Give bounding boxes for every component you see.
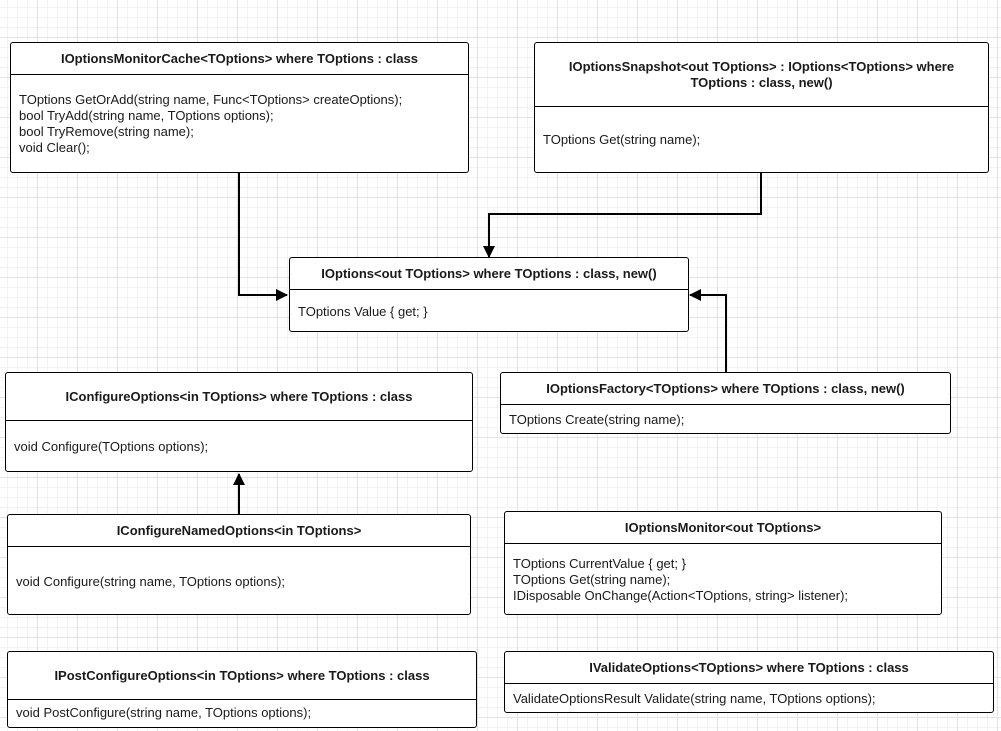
class-member: TOptions Create(string name); — [509, 412, 685, 427]
class-member: void Configure(string name, TOptions opt… — [16, 574, 286, 589]
class-members: void Configure(TOptions options); — [6, 421, 472, 455]
class-member: ValidateOptionsResult Validate(string na… — [513, 691, 876, 706]
connector-snapshot-to-options — [483, 173, 762, 258]
class-title: IConfigureNamedOptions<in TOptions> — [8, 515, 470, 547]
class-member: void Clear(); — [19, 140, 90, 155]
class-box-iconfigurenamedoptions[interactable]: IConfigureNamedOptions<in TOptions> void… — [7, 514, 471, 615]
class-box-iconfigureoptions[interactable]: IConfigureOptions<in TOptions> where TOp… — [5, 372, 473, 472]
class-member: bool TryRemove(string name); — [19, 124, 194, 139]
class-member: void PostConfigure(string name, TOptions… — [16, 705, 312, 720]
class-member: TOptions Get(string name); — [513, 572, 671, 587]
class-box-ioptionsmonitor[interactable]: IOptionsMonitor<out TOptions> TOptions C… — [504, 511, 942, 615]
class-title: IOptionsSnapshot<out TOptions> : IOption… — [535, 43, 988, 107]
class-members: TOptions Get(string name); — [535, 107, 988, 148]
class-title: IOptionsFactory<TOptions> where TOptions… — [501, 373, 950, 405]
class-member: bool TryAdd(string name, TOptions option… — [19, 108, 274, 123]
class-title: IValidateOptions<TOptions> where TOption… — [505, 652, 993, 684]
class-members: void Configure(string name, TOptions opt… — [8, 547, 470, 590]
class-box-ivalidateoptions[interactable]: IValidateOptions<TOptions> where TOption… — [504, 651, 994, 713]
class-members: TOptions Value { get; } — [290, 290, 688, 320]
class-member: TOptions Get(string name); — [543, 132, 701, 147]
class-title: IOptionsMonitorCache<TOptions> where TOp… — [11, 43, 468, 75]
class-members: void PostConfigure(string name, TOptions… — [8, 700, 476, 721]
class-title: IPostConfigureOptions<in TOptions> where… — [8, 652, 476, 700]
connector-factory-to-options — [689, 289, 727, 372]
class-box-ioptionsmonitorcache[interactable]: IOptionsMonitorCache<TOptions> where TOp… — [10, 42, 469, 173]
class-members: TOptions CurrentValue { get; } TOptions … — [505, 544, 941, 604]
class-members: TOptions Create(string name); — [501, 405, 950, 428]
class-members: ValidateOptionsResult Validate(string na… — [505, 684, 993, 707]
class-member: IDisposable OnChange(Action<TOptions, st… — [513, 588, 849, 603]
connector-monitor-cache-to-options — [238, 173, 288, 301]
class-title: IOptions<out TOptions> where TOptions : … — [290, 258, 688, 290]
class-title: IConfigureOptions<in TOptions> where TOp… — [6, 373, 472, 421]
class-member: TOptions CurrentValue { get; } — [513, 556, 686, 571]
class-member: void Configure(TOptions options); — [14, 439, 209, 454]
class-box-ipostconfigureoptions[interactable]: IPostConfigureOptions<in TOptions> where… — [7, 651, 477, 728]
class-box-ioptionsfactory[interactable]: IOptionsFactory<TOptions> where TOptions… — [500, 372, 951, 434]
class-title: IOptionsMonitor<out TOptions> — [505, 512, 941, 544]
class-box-ioptionssnapshot[interactable]: IOptionsSnapshot<out TOptions> : IOption… — [534, 42, 989, 173]
class-box-ioptions[interactable]: IOptions<out TOptions> where TOptions : … — [289, 257, 689, 332]
class-member: TOptions GetOrAdd(string name, Func<TOpt… — [19, 92, 403, 107]
class-member: TOptions Value { get; } — [298, 304, 428, 319]
class-members: TOptions GetOrAdd(string name, Func<TOpt… — [11, 75, 468, 156]
